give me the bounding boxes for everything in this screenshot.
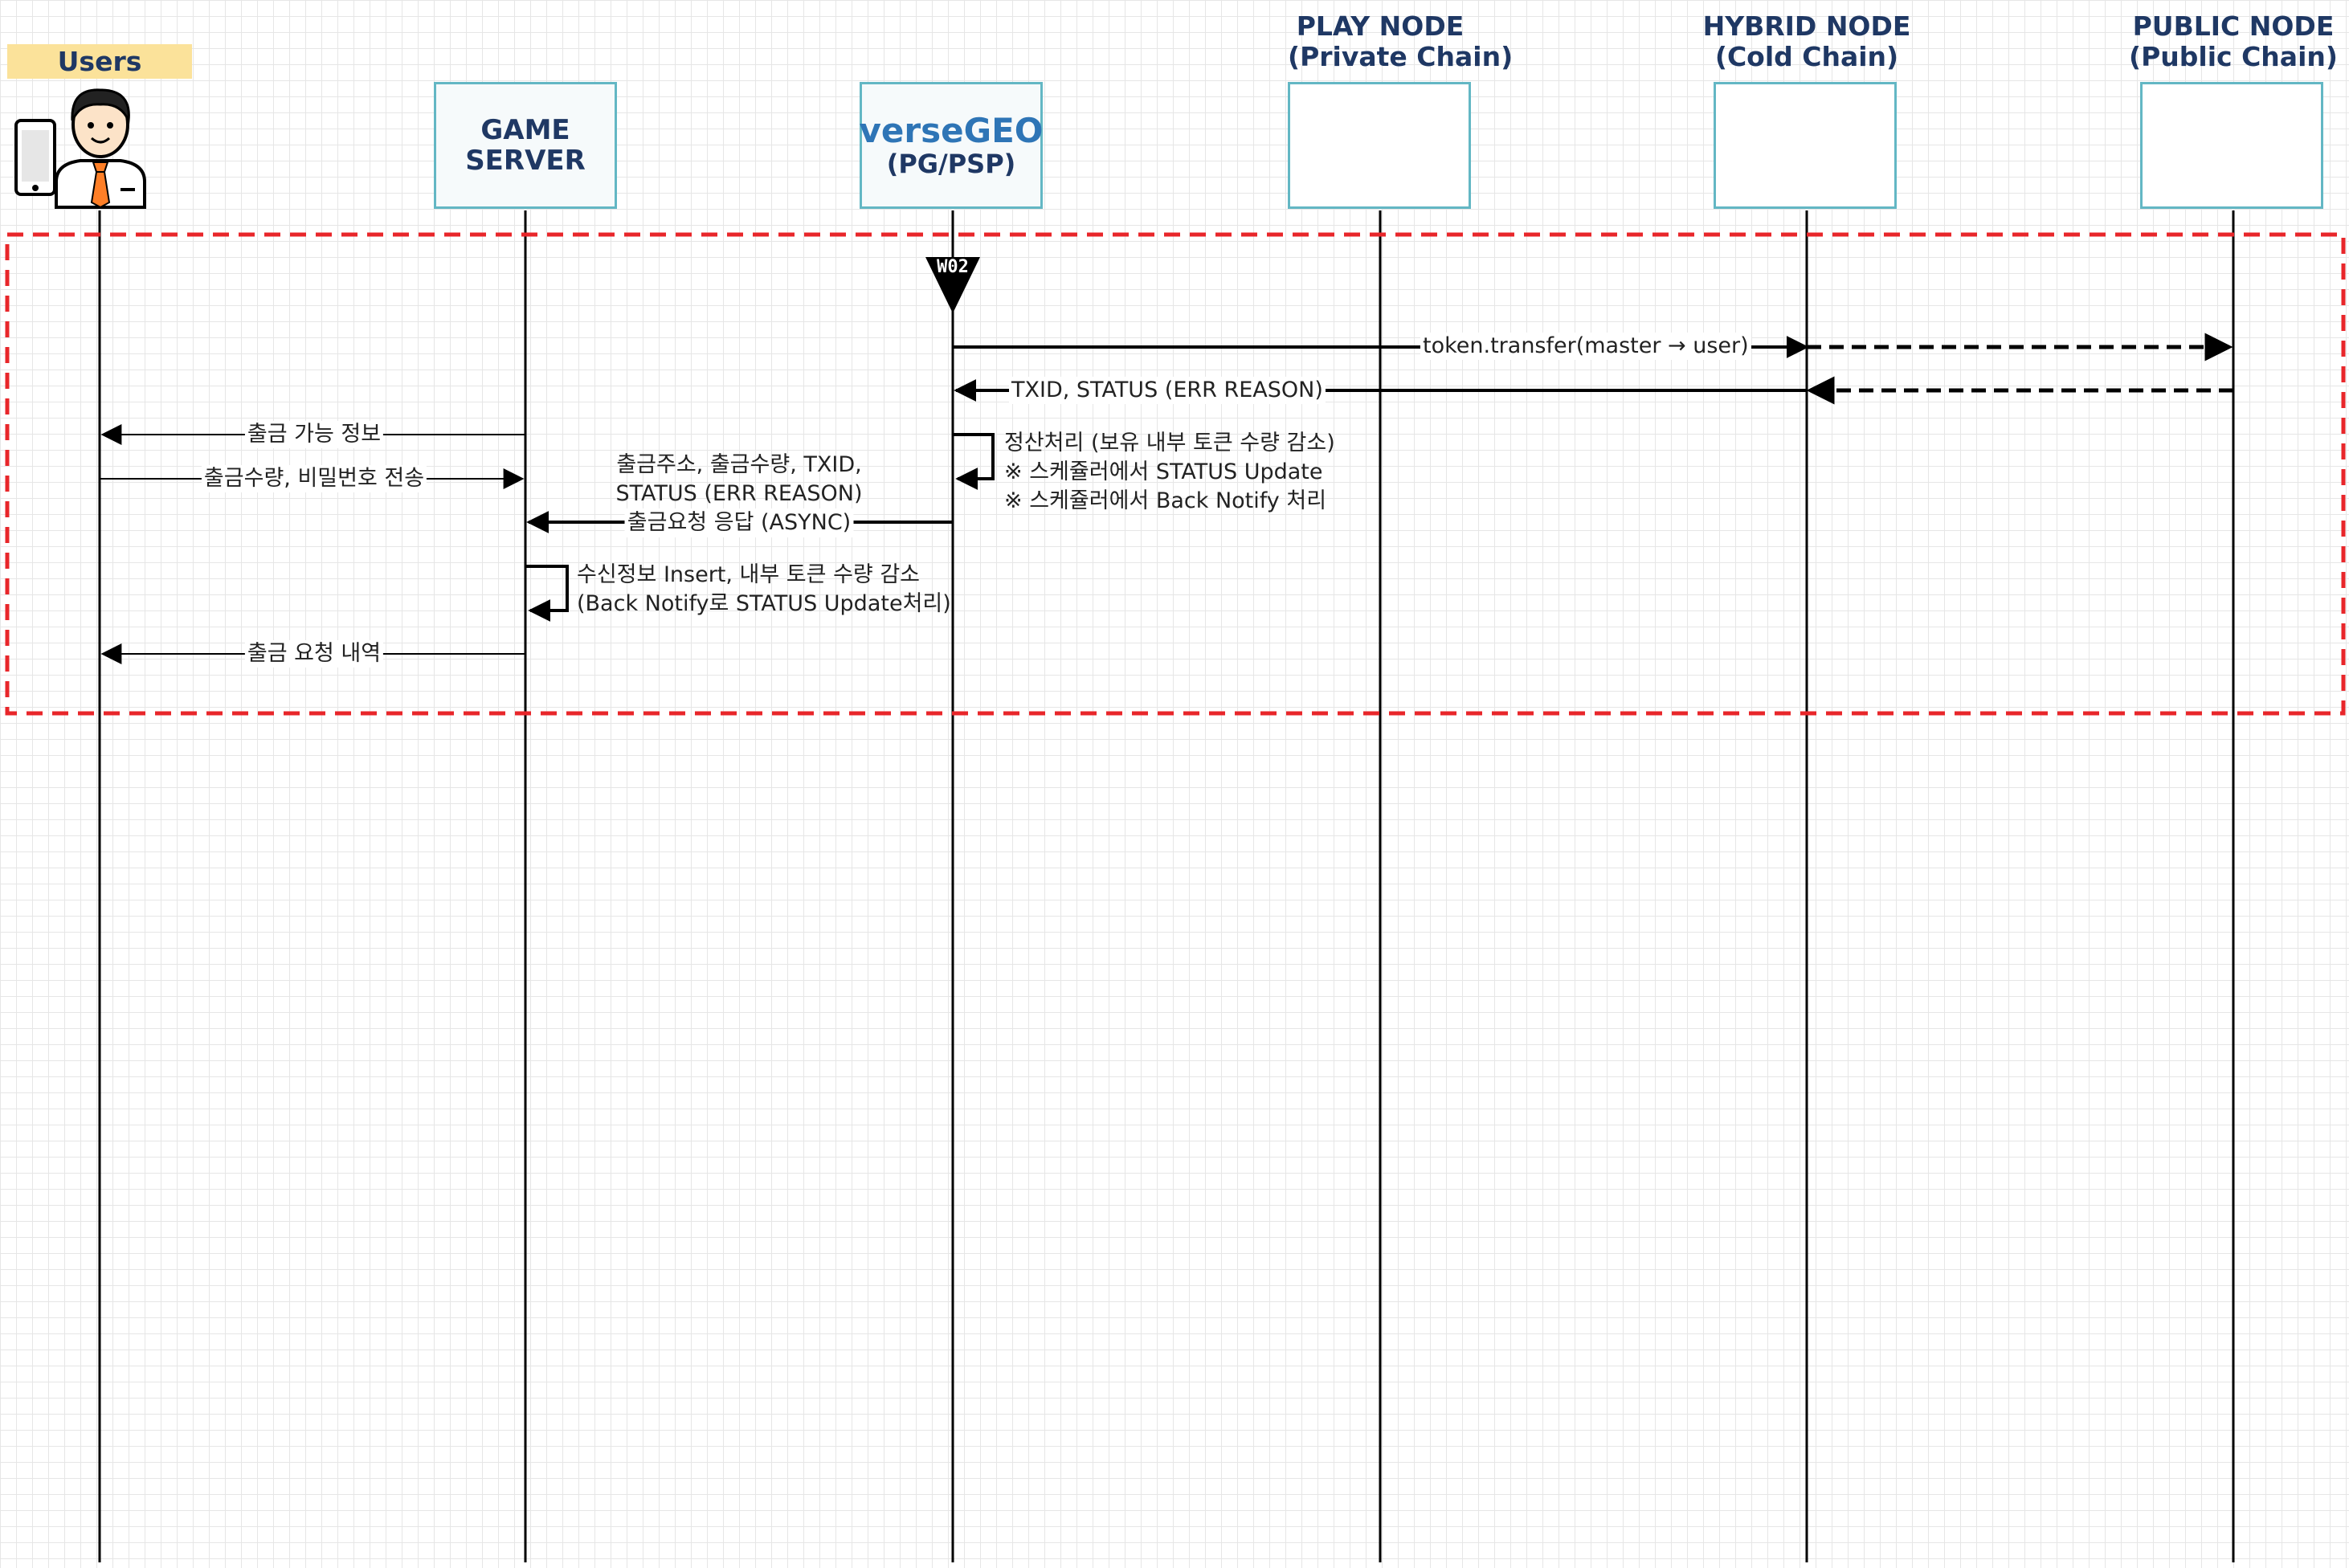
arrow-settlement-self [953, 433, 995, 490]
versegeo-sub: (PG/PSP) [886, 149, 1016, 179]
msg-withdraw-response-line-1: 출금주소, 출금수량, TXID, [616, 452, 862, 477]
hybrid-node-sub: (Cold Chain) [1714, 41, 1899, 72]
hybrid-node-box [1714, 82, 1897, 209]
play-node-sub: (Private Chain) [1288, 41, 1514, 72]
users-label: Users [7, 44, 192, 79]
msg-settlement-line-1: 정산처리 (보유 내부 토큰 수량 감소) [1004, 431, 1335, 455]
msg-withdraw-history: 출금 요청 내역 [244, 640, 384, 668]
public-node-name: PUBLIC NODE [2132, 10, 2335, 42]
msg-withdraw-info: 출금 가능 정보 [244, 421, 384, 448]
public-node-title: PUBLIC NODE (Public Chain) [2129, 11, 2338, 72]
msg-withdraw-amount-pw: 출금수량, 비밀번호 전송 [201, 465, 427, 492]
game-server-line-2: SERVER [465, 145, 586, 177]
msg-withdraw-response-line-3: 출금요청 응답 (ASYNC) [624, 508, 854, 537]
msg-settlement: 정산처리 (보유 내부 토큰 수량 감소) ※ 스케쥴러에서 STATUS Up… [1004, 429, 1335, 516]
scope-box [5, 232, 2346, 716]
msg-receive-insert-line-1: 수신정보 Insert, 내부 토큰 수량 감소 [577, 562, 921, 587]
public-node-box [2140, 82, 2323, 209]
public-node-sub: (Public Chain) [2129, 41, 2338, 72]
msg-receive-insert-line-2: (Back Notify로 STATUS Update처리) [577, 591, 951, 616]
game-server-box: GAME SERVER [434, 82, 617, 209]
msg-withdraw-response: 출금주소, 출금수량, TXID, STATUS (ERR REASON) 출금… [616, 451, 863, 537]
msg-settlement-line-3: ※ 스케쥴러에서 Back Notify 처리 [1004, 488, 1327, 513]
play-node-name: PLAY NODE [1296, 10, 1465, 42]
play-node-title: PLAY NODE (Private Chain) [1288, 10, 1514, 72]
versegeo-brand: verseGEO [859, 111, 1044, 150]
msg-token-transfer: token.transfer(master → user) [1420, 333, 1751, 360]
hybrid-node-title: HYBRID NODE (Cold Chain) [1702, 11, 1911, 72]
user-phone-icon [14, 88, 146, 209]
msg-txid-status: TXID, STATUS (ERR REASON) [1009, 377, 1326, 404]
arrow-receive-self [525, 565, 569, 622]
play-node-box [1288, 82, 1471, 209]
versegeo-box: verseGEO (PG/PSP) [860, 82, 1043, 209]
msg-settlement-line-2: ※ 스케쥴러에서 STATUS Update [1004, 459, 1323, 484]
msg-withdraw-response-line-2: STATUS (ERR REASON) [615, 481, 863, 506]
activation-marker [925, 257, 980, 313]
msg-receive-insert: 수신정보 Insert, 내부 토큰 수량 감소 (Back Notify로 S… [577, 561, 951, 619]
hybrid-node-name: HYBRID NODE [1702, 10, 1911, 42]
game-server-line-1: GAME [480, 114, 570, 146]
activation-marker-label: W02 [937, 257, 969, 277]
